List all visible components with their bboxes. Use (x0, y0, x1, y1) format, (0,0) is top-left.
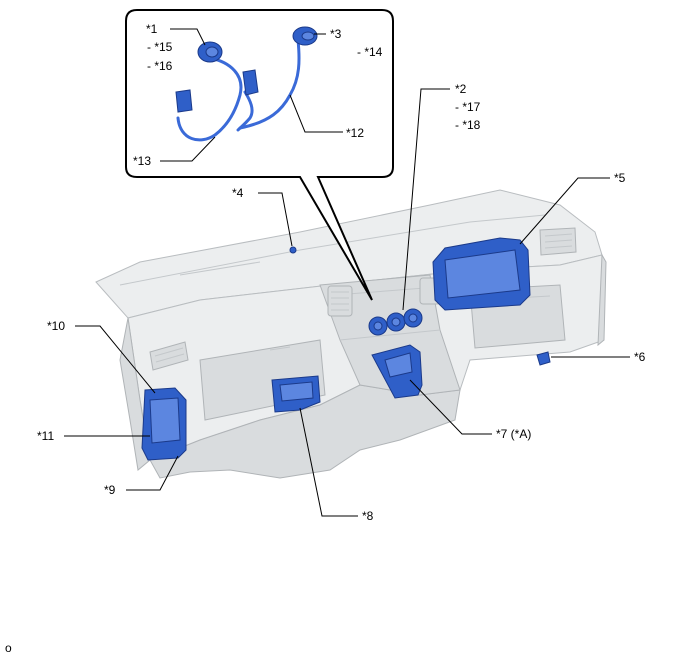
callout-3: *3 (330, 27, 342, 41)
callout-8: *8 (362, 509, 374, 523)
callout-15: - *15 (147, 40, 173, 54)
inset-detail (125, 9, 394, 301)
connector-left (175, 89, 193, 113)
instrument-panel-illustration (95, 189, 607, 479)
callout-16: - *16 (147, 59, 173, 73)
connector-middle (242, 69, 259, 96)
callout-1: *1 (146, 22, 158, 36)
leader-lines (64, 28, 630, 517)
callout-18: - *18 (455, 118, 481, 132)
callout-17: - *17 (455, 100, 481, 114)
callout-2: *2 (455, 82, 467, 96)
figure-code: o (5, 641, 12, 655)
callout-10: *10 (47, 319, 65, 333)
callout-14: - *14 (357, 45, 383, 59)
callout-11: *11 (37, 429, 54, 443)
sensor-part (289, 246, 297, 254)
callout-9: *9 (104, 483, 116, 497)
callout-6: *6 (634, 350, 646, 364)
callout-7: *7 (*A) (496, 427, 531, 441)
highlighted-parts (141, 237, 551, 461)
callout-labels: *1 - *15 - *16 *3 - *14 *13 *12 *2 - *17… (5, 22, 646, 655)
callout-13: *13 (133, 154, 151, 168)
switch-part (536, 351, 551, 366)
callout-12: *12 (346, 126, 364, 140)
callout-4: *4 (232, 186, 244, 200)
callout-5: *5 (614, 171, 626, 185)
